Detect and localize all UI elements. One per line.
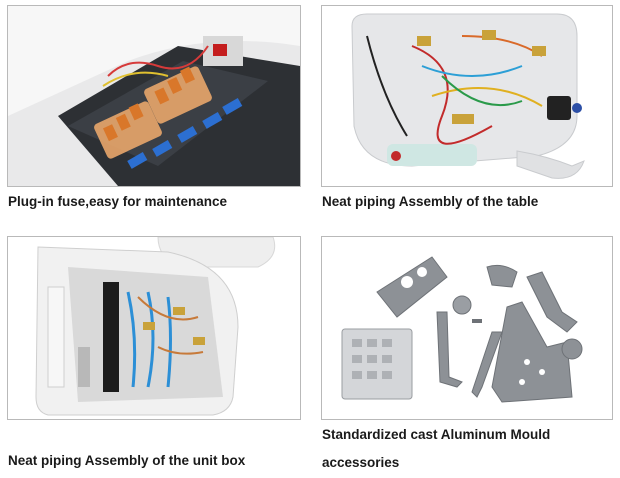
caption-fuse: Plug-in fuse,easy for maintenance: [8, 194, 228, 209]
caption-unit-box: Neat piping Assembly of the unit box: [8, 453, 246, 468]
aluminum-parts-illustration: [322, 237, 612, 419]
aluminum-parts-photo: [321, 236, 613, 420]
fuse-box-illustration: [8, 6, 300, 186]
unit-box-photo: [7, 236, 301, 420]
unit-box-illustration: [8, 237, 300, 419]
caption-aluminum-line1: Standardized cast Aluminum Mould: [322, 427, 551, 442]
caption-table-piping: Neat piping Assembly of the table: [322, 194, 539, 209]
caption-aluminum-line2: accessories: [322, 455, 400, 470]
fuse-box-photo: [7, 5, 301, 187]
table-piping-illustration: [322, 6, 612, 186]
table-piping-photo: [321, 5, 613, 187]
